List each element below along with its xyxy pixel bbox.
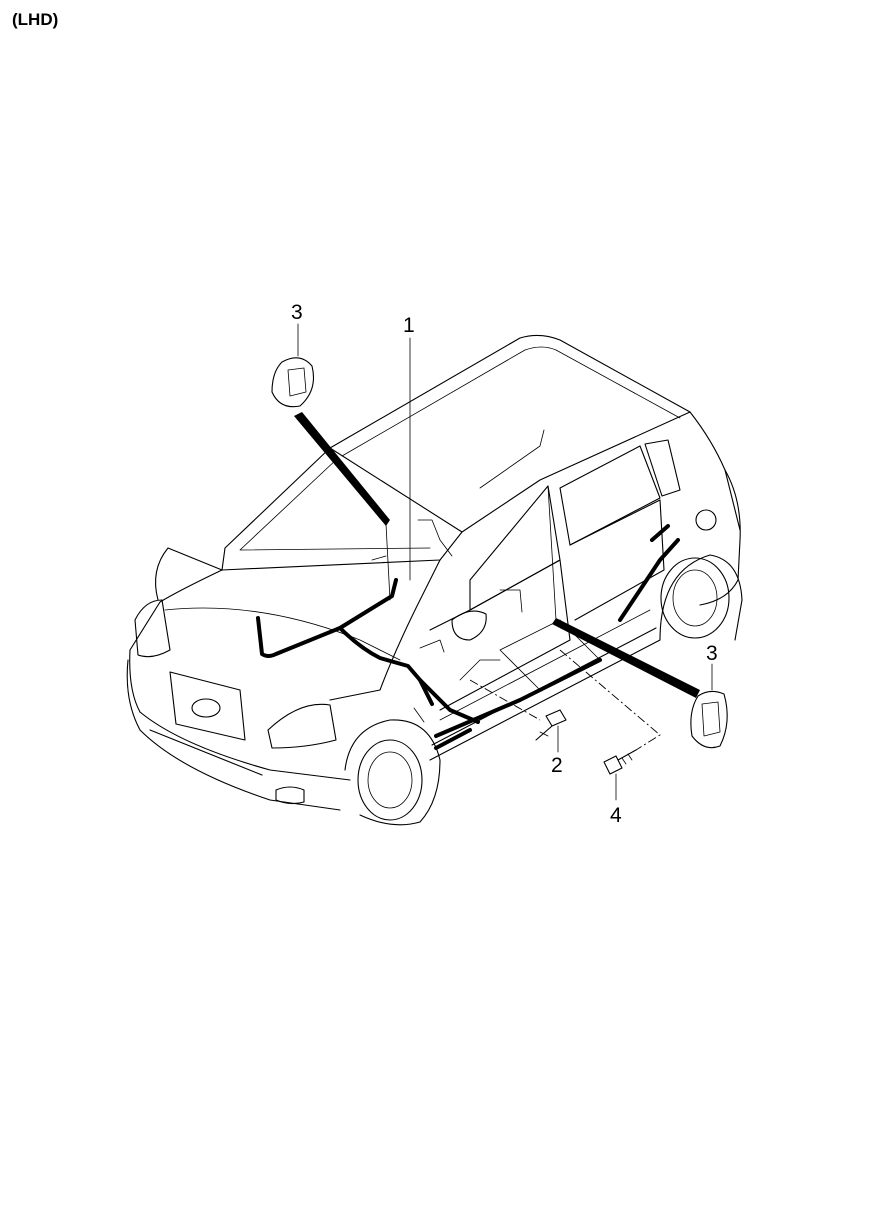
grommet-right <box>552 618 728 749</box>
callout-screw: 4 <box>610 804 622 827</box>
bolt-reference-line <box>469 679 541 721</box>
callout-grommet-top: 3 <box>291 301 303 324</box>
callout-harness: 1 <box>403 314 415 337</box>
grommet-top <box>271 357 390 526</box>
callout-bolt: 2 <box>551 754 563 777</box>
car-body <box>126 334 743 826</box>
bolt <box>535 709 567 741</box>
screw-reference-line <box>559 649 661 751</box>
variant-label: (LHD) <box>12 10 59 29</box>
wiring-harness <box>256 429 680 750</box>
screw <box>603 749 637 775</box>
callout-grommet-right: 3 <box>706 642 718 665</box>
